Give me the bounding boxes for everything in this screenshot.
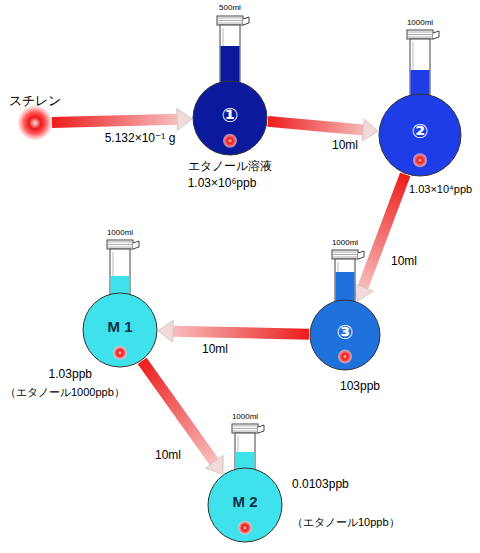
transfer-arrow (142, 361, 223, 474)
arrow-head (362, 119, 378, 141)
volume-label: 1000ml (332, 238, 358, 247)
flask-shape (207, 424, 283, 543)
sample-dot (223, 134, 237, 148)
transfer-arrow (52, 108, 192, 130)
arrow-head (158, 320, 173, 342)
flask-shape (378, 30, 462, 177)
sample-dot: スチレン (18, 106, 52, 140)
flask-shape (82, 240, 158, 368)
volumetric-flask: 1000ml②1.03×10⁴ppb (378, 30, 462, 177)
concentration-label: 103ppb (340, 380, 380, 394)
sample-dot (413, 153, 427, 167)
transfer-amount: 10ml (153, 449, 183, 463)
arrow-shaft (268, 121, 363, 130)
flask-number: M 2 (232, 493, 257, 510)
arrow-shaft (142, 361, 214, 462)
volumetric-flask: 1000mlM 11.03ppb（エタノール1000ppb） (82, 240, 158, 368)
substance-name: スチレン (9, 94, 61, 109)
transfer-amount: 10ml (389, 255, 419, 269)
flask-number: ② (412, 120, 429, 143)
flask-body (83, 293, 157, 367)
flask-body (208, 468, 282, 542)
flask-shape (309, 250, 381, 371)
volume-label: 1000ml (107, 228, 133, 237)
flask-stopper (332, 250, 364, 259)
volumetric-flask: 1000mlM 20.0103ppb（エタノール10ppb） (207, 424, 283, 543)
transfer-arrow (158, 320, 309, 342)
transfer-amount: 10ml (330, 139, 360, 153)
flask-stopper (217, 16, 249, 25)
flask-number: M 1 (107, 318, 132, 335)
dot-shape (18, 106, 52, 140)
transfer-amount: 10ml (200, 343, 230, 357)
arrow-shaft (52, 119, 177, 122)
concentration-label: エタノール溶液 (188, 160, 272, 174)
arrow-shaft (173, 331, 309, 334)
transfer-amount: 5.132×10⁻¹ g (103, 132, 178, 146)
arrow-head (205, 455, 223, 474)
sample-dot (338, 350, 352, 364)
sample-dot (113, 346, 127, 360)
arrow-head (177, 108, 192, 130)
concentration-label: 1.03×10⁴ppb (409, 183, 472, 196)
arrow-shaft (363, 174, 405, 287)
sample-dot (238, 521, 252, 535)
volumetric-flask: 1000ml③103ppb (309, 250, 381, 371)
flask-body (379, 94, 461, 176)
flask-number: ③ (337, 321, 354, 344)
styrene-dot (18, 106, 52, 140)
concentration-label: （エタノール1000ppb） (5, 386, 125, 399)
volume-label: 1000ml (407, 18, 433, 27)
flask-stopper (107, 240, 139, 249)
concentration-label: 1.03×10⁶ppb (188, 177, 257, 191)
flask-stopper (407, 30, 439, 39)
flask-body (310, 300, 380, 370)
flask-body (193, 81, 267, 155)
volume-label: 1000ml (232, 412, 258, 421)
concentration-label: （エタノール10ppb） (292, 516, 400, 529)
flask-shape (192, 16, 268, 156)
concentration-label: 0.0103ppb (292, 478, 349, 492)
transfer-arrow (268, 119, 378, 141)
volume-label: 500ml (219, 3, 241, 12)
arrow-head (353, 283, 374, 301)
concentration-label: 1.03ppb (49, 368, 92, 382)
flask-number: ① (222, 104, 239, 127)
flask-stopper (232, 424, 264, 433)
volumetric-flask: 500ml①エタノール溶液1.03×10⁶ppb (192, 16, 268, 156)
transfer-arrow (353, 174, 406, 301)
